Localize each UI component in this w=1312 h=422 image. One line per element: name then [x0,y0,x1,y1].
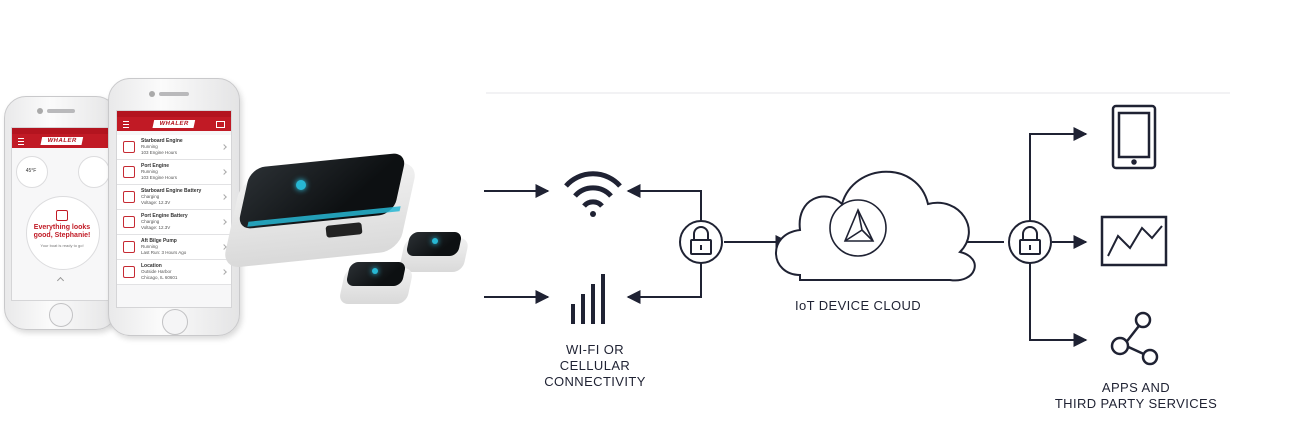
location-dial [78,156,110,188]
list-item-line1: Charging [141,194,160,199]
temperature-value: 45°F [25,168,37,174]
phone-speaker [159,92,189,96]
share-network-icon [1110,311,1159,366]
list-item-line1: Running [141,169,158,174]
home-button[interactable] [49,303,73,327]
services-label: APPS AND THIRD PARTY SERVICES [1046,380,1226,412]
list-item-title: Port Engine [141,163,170,169]
status-bar [12,128,111,134]
status-dial [26,196,100,270]
status-icon [123,216,135,228]
branch-to-services [1029,262,1088,347]
padlock-icon [1008,220,1052,264]
hub-indicator-light [296,180,306,190]
temperature-dial [16,156,48,188]
status-icon [123,166,135,178]
list-item-line2: 103 Engine Hours [141,175,178,180]
list-item-line1: Outside Harbor [141,269,172,274]
mail-icon[interactable] [216,121,225,128]
connectivity-label: WI-FI OR CELLULAR CONNECTIVITY [530,342,660,390]
branch-to-tablet [1029,127,1088,222]
status-icon [123,191,135,203]
home-button[interactable] [162,309,188,335]
menu-icon[interactable] [18,138,24,145]
list-item-line2: 103 Engine Hours [141,150,178,155]
status-icon [123,266,135,278]
list-item-title: Aft Bilge Pump [141,238,177,244]
list-item-title: Starboard Engine Battery [141,188,202,194]
status-bar [117,111,231,117]
phone-speaker [47,109,75,113]
list-item-line2: Last Run: 3 Hours Ago [141,250,187,255]
menu-icon[interactable] [123,121,129,128]
padlock-icon [679,220,723,264]
wifi-icon [564,171,622,217]
services-label-line2: THIRD PARTY SERVICES [1054,396,1218,411]
arrow-lock-to-cellular [626,262,702,304]
thumbs-up-icon [56,210,68,221]
status-message-line2: good, Stephanie! [33,232,91,239]
list-item-line2: Voltage: 12.3V [141,225,171,230]
phone-camera [149,91,155,97]
connectivity-label-line2: CELLULAR [559,358,631,373]
line-chart-icon [1100,215,1168,267]
status-message-line1: Everything looks [33,224,91,231]
tablet-icon [1111,104,1157,170]
phone-camera [37,108,43,114]
list-item-line2: Voltage: 12.3V [141,200,171,205]
status-icon [123,241,135,253]
phone-left: WHALER 45°F Everything looks good, Steph… [4,96,118,330]
app-header: WHALER [117,117,231,131]
list-item-title: Location [141,263,162,269]
arrow-lock-to-wifi [626,184,702,222]
crystal-icon [829,199,887,257]
list-item-line2: Chicago, IL 60601 [141,275,178,280]
status-icon [123,141,135,153]
list-item-title: Port Engine Battery [141,213,188,219]
phone-left-screen: WHALER 45°F Everything looks good, Steph… [11,127,112,301]
connectivity-label-line3: CONNECTIVITY [544,374,646,389]
cellular-bars-icon [571,274,605,324]
connectivity-label-line1: WI-FI OR [565,342,625,357]
list-item-line1: Running [141,144,158,149]
list-item-title: Starboard Engine [141,138,183,144]
status-subtext: Your boat is ready to go! [40,243,84,248]
services-label-line1: APPS AND [1101,380,1171,395]
cloud-label: IoT DEVICE CLOUD [794,298,922,313]
app-header: WHALER [12,134,111,148]
list-item-line1: Charging [141,219,160,224]
cloud-icon [775,170,976,282]
list-item-line1: Running [141,244,158,249]
